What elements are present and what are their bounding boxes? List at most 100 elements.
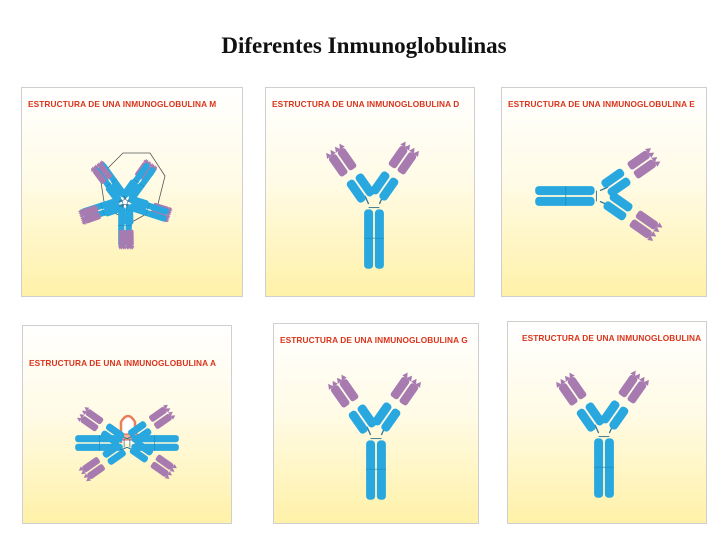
heavy-chain [102,198,120,209]
light-chain-tip [400,141,411,151]
light-chain [155,454,174,470]
light-chain-tip [125,246,133,250]
fab-arm-right [600,370,649,430]
fab-arm-left [78,442,126,482]
heavy-chain [100,430,120,446]
iga-antibody-right [77,407,179,482]
panel-igg: ESTRUCTURA DE UNA INMUNOGLOBULINA G [273,323,479,524]
light-chain [87,464,105,480]
fc-heavy-chain [127,204,167,222]
light-chain-tip [168,411,176,420]
ig-antibody-diagram [556,370,649,498]
panel-title: ESTRUCTURA DE UNA INMUNOGLOBULINA G [280,335,468,345]
light-chain-tip [81,407,90,415]
heavy-chain [381,408,401,432]
light-chain-tip [118,245,126,250]
light-chain [618,375,638,398]
domain-divider [145,202,150,216]
light-chain [149,406,167,422]
igm-antibody-5 [78,161,169,224]
disulfide-bond [121,199,125,207]
fc-heavy-chain [535,186,595,196]
light-chain [118,229,126,246]
fab-arm-right [77,407,125,446]
light-chain-tip [564,372,575,382]
light-chain [83,212,101,223]
light-chain [82,457,101,473]
fc-heavy-chain [364,209,374,269]
disulfide-bond [120,197,127,203]
fab-arm-left [556,372,605,432]
heavy-chain [609,192,633,212]
light-chain-tip [326,149,336,159]
domain-divider [133,178,145,188]
light-chain-tip [83,473,91,482]
ig-antibody [556,370,649,498]
light-chain-tip [556,378,566,388]
light-chain [81,205,99,216]
iga-dimer-diagram [75,404,179,482]
light-chain-tip [645,148,655,158]
heavy-chain [348,410,368,434]
panel-ig: ESTRUCTURA DE UNA INMUNOGLOBULINA [507,321,707,524]
fc-heavy-chain [366,440,376,500]
panel-iga: ESTRUCTURA DE UNA INMUNOGLOBULINA A [22,325,232,524]
fab-arm-right [90,161,126,202]
panel-title: ESTRUCTURA DE UNA INMUNOGLOBULINA [522,333,702,343]
disulfide-bond [125,199,129,207]
light-chain-tip [328,380,338,390]
heavy-chain [128,421,147,437]
light-chain-tip [165,213,171,221]
light-chain-tip [630,370,641,380]
light-chain-tip [80,216,86,224]
light-chain-tip [96,161,104,168]
fc-heavy-chain [594,438,604,498]
heavy-chain [102,442,121,458]
light-chain [388,146,408,169]
light-chain-tip [647,231,657,241]
panel-title: ESTRUCTURA DE UNA INMUNOGLOBULINA A [29,358,217,368]
heavy-chain [372,402,392,426]
heavy-chain [346,179,366,203]
panel-title: ESTRUCTURA DE UNA INMUNOGLOBULINA E [508,99,695,109]
light-chain-tip [167,208,173,216]
light-chain [328,154,348,177]
light-chain-tip [164,215,170,223]
fab-arm-right [370,141,419,201]
igd-antibody-diagram [326,141,419,269]
light-chain [330,385,350,408]
disulfide-bond [123,197,130,203]
light-chain [399,383,419,406]
light-chain-tip [409,147,419,157]
heavy-chain [104,206,122,216]
light-chain-tip [90,165,98,173]
panel-title: ESTRUCTURA DE UNA INMUNOGLOBULINA M [28,99,217,109]
light-chain [633,159,656,179]
heavy-chain [600,400,620,424]
heavy-chain [585,402,605,426]
light-chain-tip [163,404,171,413]
heavy-chain [379,177,399,201]
domain-divider [100,202,105,216]
light-chain [92,168,106,184]
fc-heavy-chain [376,440,386,500]
light-chain-tip [144,159,152,167]
heavy-chain [601,168,625,188]
fab-arm-right [372,372,421,432]
light-chain-tip [334,143,345,153]
ige-antibody [535,148,663,241]
light-chain [339,379,359,402]
fab-arm-left [78,198,122,224]
heavy-chain [370,171,390,195]
light-chain-tip [169,464,177,472]
fab-arm-left [118,207,133,250]
heavy-chain [576,408,596,432]
light-chain [80,416,99,432]
panel-title: ESTRUCTURA DE UNA INMUNOGLOBULINA D [272,99,460,109]
light-chain-tip [402,372,413,382]
heavy-chain [105,423,125,439]
heavy-chain [609,406,629,430]
igg-antibody-diagram [328,372,421,500]
light-chain-tip [164,471,173,479]
fc-heavy-chain [122,162,150,198]
